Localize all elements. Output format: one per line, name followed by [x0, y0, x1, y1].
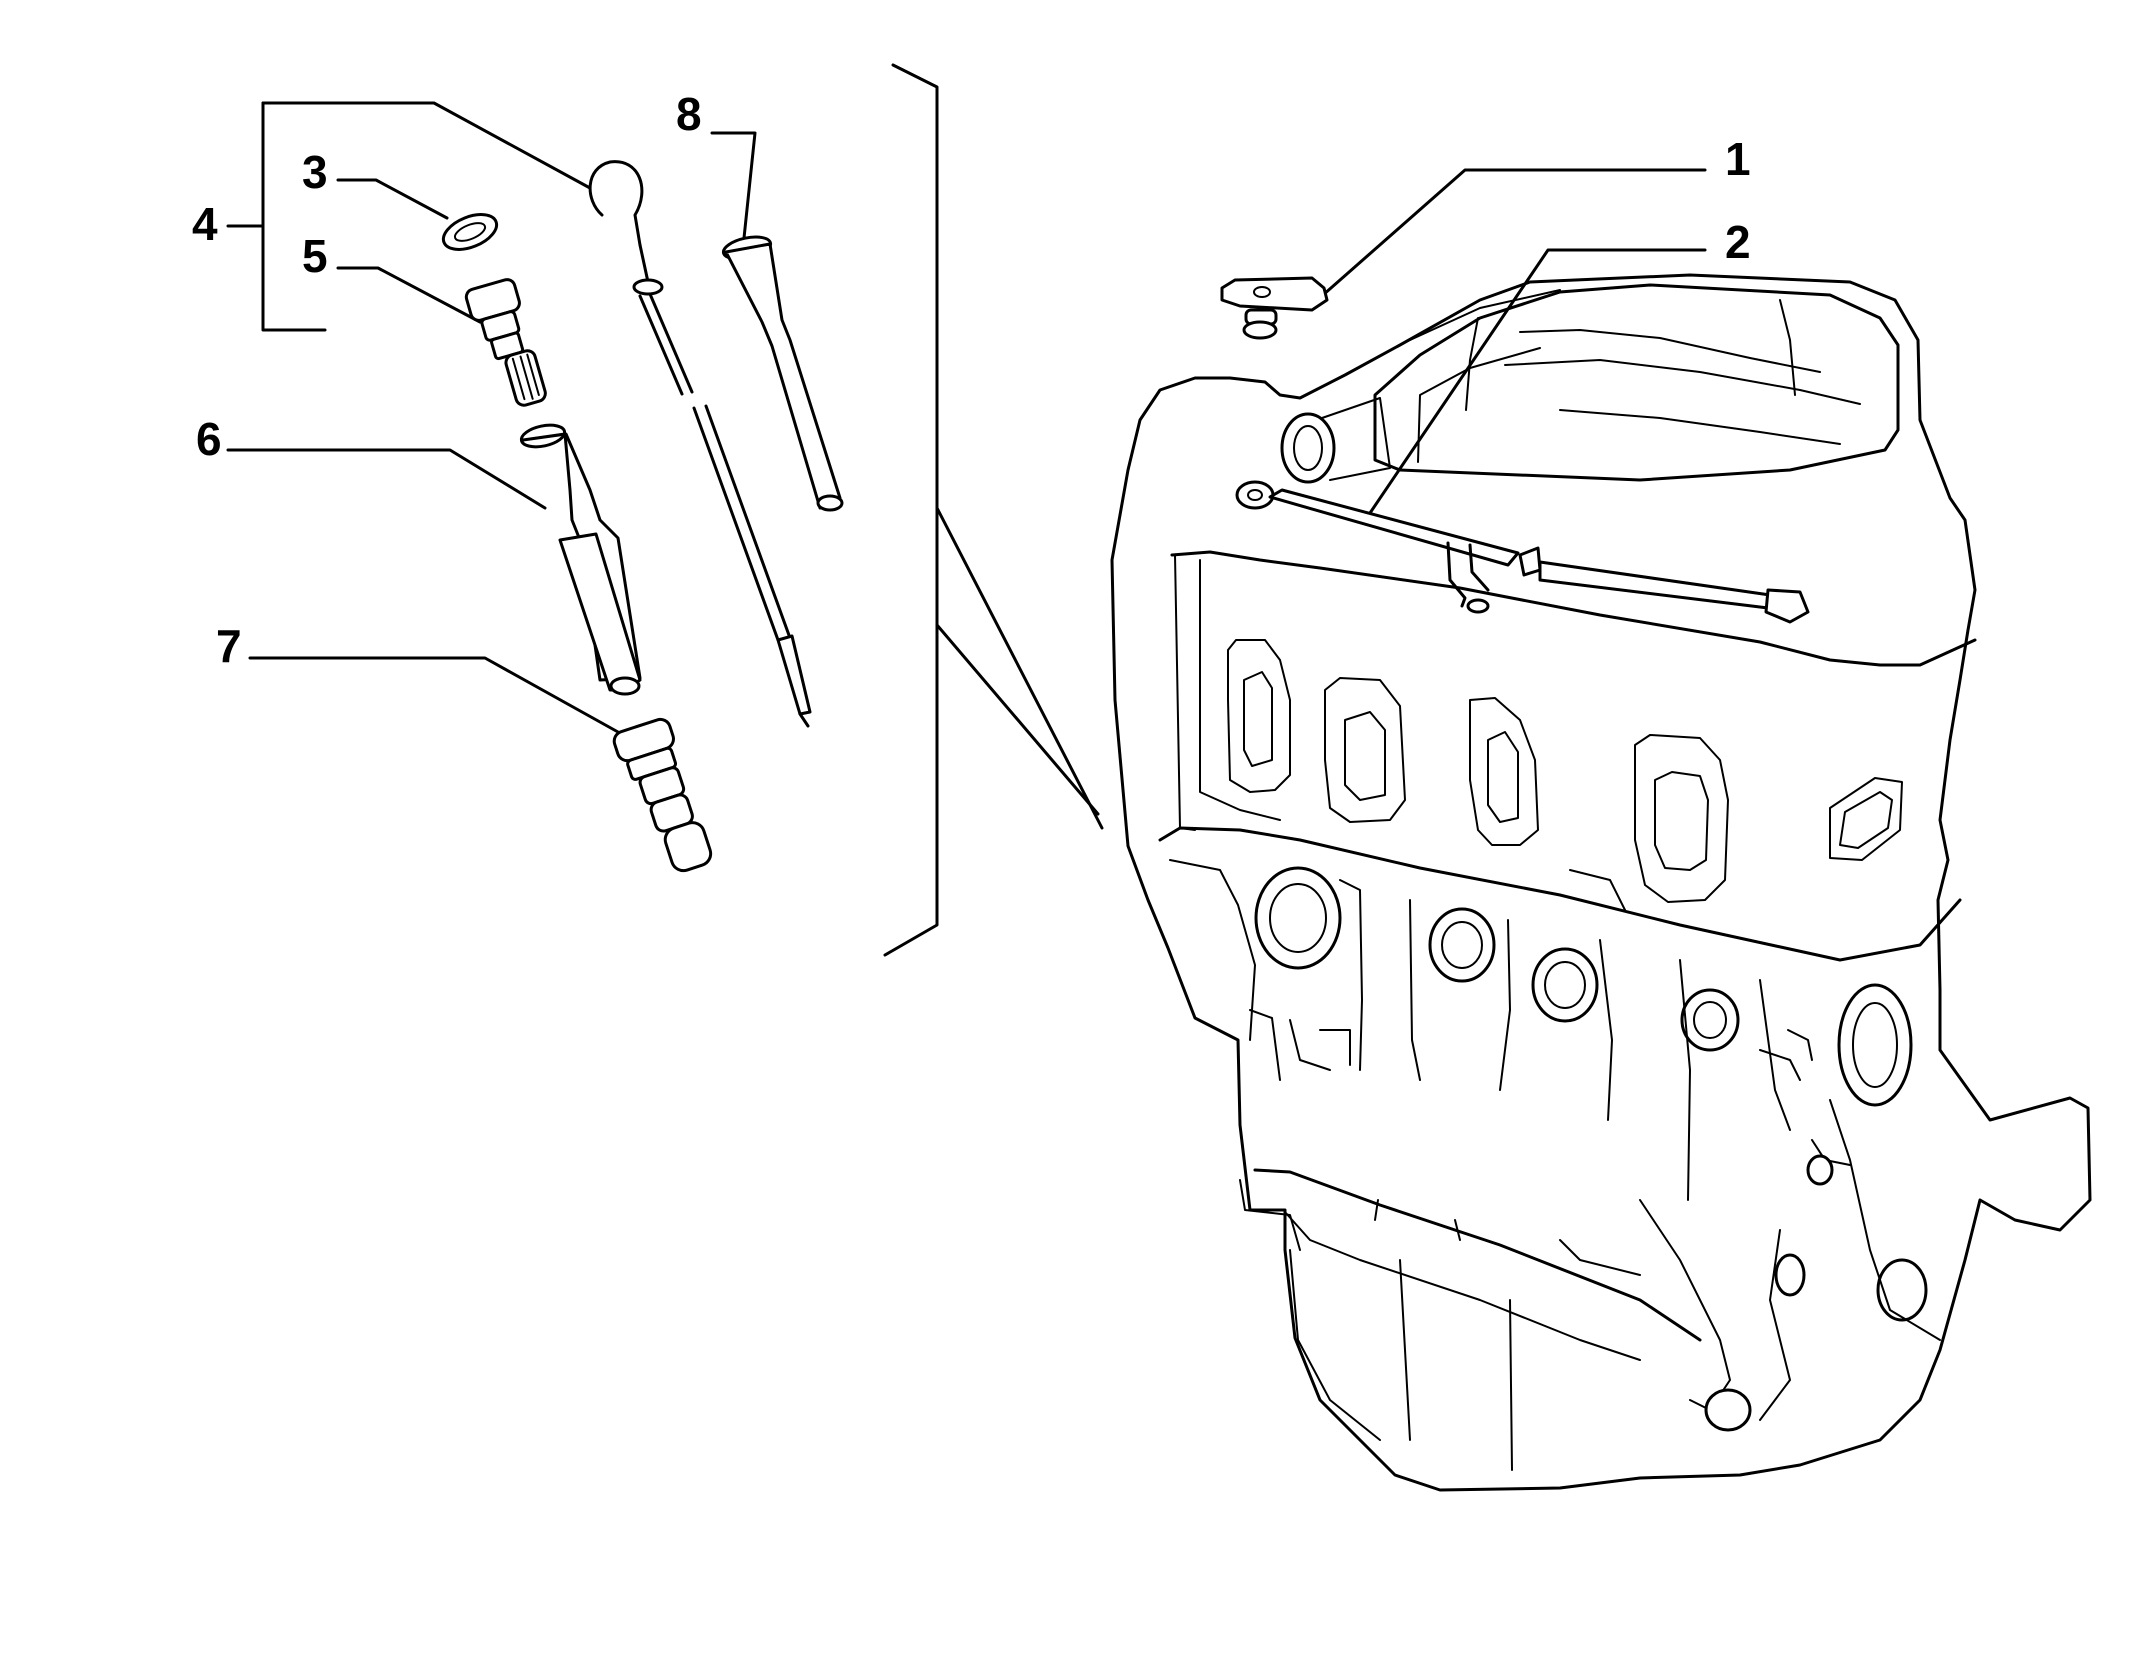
part-3-seal-ring [441, 213, 499, 251]
bracket-4 [261, 101, 327, 332]
part-2-pipe [1235, 480, 1810, 624]
leader-line-4-dipstick [261, 101, 592, 190]
group-pointer-upper [935, 506, 1104, 830]
part-6-dipstick-tube [519, 423, 642, 696]
leader-line-5 [336, 266, 482, 324]
leader-line-7 [248, 656, 620, 734]
leader-line-2 [1368, 248, 1707, 515]
callout-2-label: 2 [1725, 216, 1751, 268]
callout-5-label: 5 [302, 230, 328, 282]
engine-block [1110, 273, 2092, 1492]
leader-lines [226, 63, 1707, 957]
callout-3-label: 3 [302, 146, 328, 198]
group-pointer-lower [935, 623, 1100, 816]
leader-line-1 [1321, 168, 1707, 297]
callout-7-label: 7 [216, 620, 242, 672]
part-7-tube-seal [612, 717, 713, 873]
part-5-plug [464, 278, 547, 407]
callout-6-label: 6 [196, 413, 222, 465]
part-4-dipstick [588, 160, 812, 728]
leader-line-6 [226, 448, 547, 510]
callout-8-label: 8 [676, 88, 702, 140]
leader-line-3 [336, 178, 449, 220]
callout-4-label: 4 [192, 198, 218, 250]
leader-line-8 [710, 131, 757, 240]
part-8-guide-tube [721, 235, 844, 512]
callout-1-label: 1 [1725, 133, 1751, 185]
part-1-bracket [1220, 276, 1329, 340]
group-bracket [883, 63, 939, 957]
